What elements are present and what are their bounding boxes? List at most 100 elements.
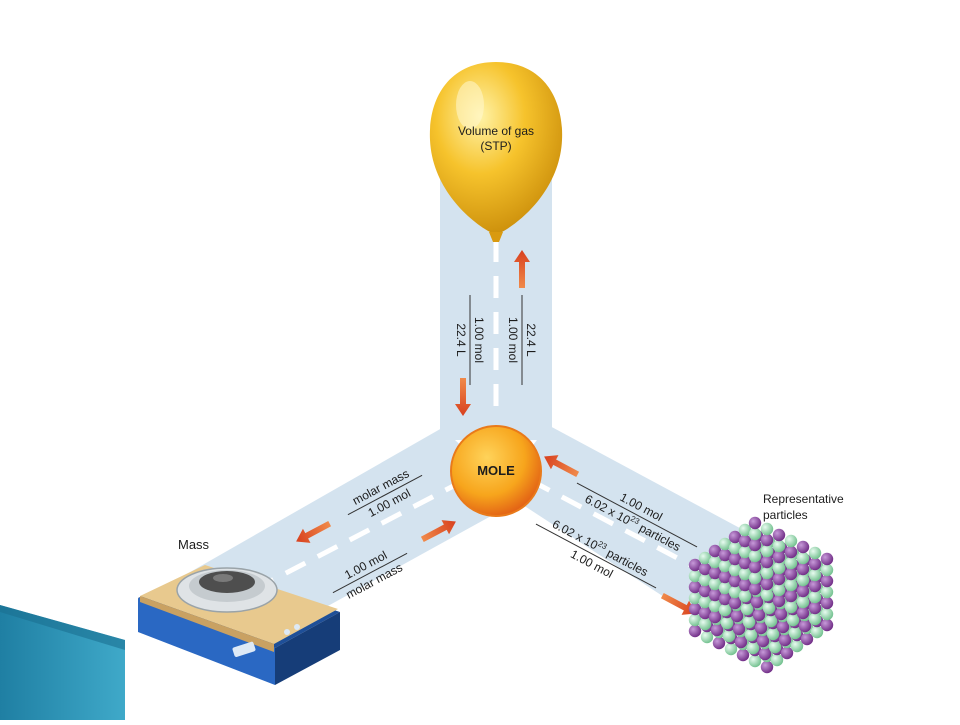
- lattice-sphere: [784, 567, 798, 581]
- lattice-sphere: [720, 616, 734, 630]
- lattice-sphere: [762, 601, 776, 615]
- lattice-sphere: [776, 620, 790, 634]
- lattice-sphere: [688, 580, 702, 594]
- lattice-sphere: [796, 595, 810, 609]
- lattice-sphere: [808, 590, 822, 604]
- lattice-sphere: [784, 556, 798, 570]
- gas-to-mole-factor: 1.00 mol 22.4 L: [454, 295, 486, 385]
- lattice-sphere: [728, 552, 742, 566]
- lattice-sphere: [796, 540, 810, 554]
- mass-to-mole-bar: [332, 552, 408, 594]
- lattice-sphere: [746, 641, 760, 655]
- gas-label-line2: (STP): [480, 139, 511, 153]
- lattice-sphere: [820, 574, 834, 588]
- lattice-sphere: [718, 548, 732, 562]
- lattice-sphere: [708, 610, 722, 624]
- particles-to-mole-bar: [576, 482, 698, 548]
- lattice-sphere: [738, 567, 752, 581]
- mole-center-label: MOLE: [477, 463, 515, 478]
- lattice-sphere: [688, 624, 702, 638]
- lattice-sphere: [710, 623, 724, 637]
- lattice-sphere: [808, 579, 822, 593]
- lattice-sphere: [730, 609, 744, 623]
- mass-label: Mass: [178, 537, 210, 552]
- lattice-sphere: [738, 545, 752, 559]
- lattice-sphere: [788, 626, 802, 640]
- lattice-sphere: [772, 572, 786, 586]
- lattice-sphere: [728, 574, 742, 588]
- lattice-sphere: [728, 563, 742, 577]
- lattice-sphere: [796, 551, 810, 565]
- particles-label-line1: Representative: [763, 492, 844, 506]
- lattice-sphere: [708, 599, 722, 613]
- gas-label-line1: Volume of gas: [458, 124, 534, 138]
- lattice-sphere: [748, 527, 762, 541]
- lattice-sphere: [728, 585, 742, 599]
- lattice-sphere: [796, 562, 810, 576]
- lattice-sphere: [708, 588, 722, 602]
- lattice-sphere: [712, 636, 726, 650]
- lattice-sphere: [718, 559, 732, 573]
- lattice-sphere: [744, 628, 758, 642]
- lattice-sphere: [796, 573, 810, 587]
- lattice-sphere: [688, 558, 702, 572]
- lattice-sphere: [768, 640, 782, 654]
- lattice-sphere: [718, 570, 732, 584]
- lattice-sphere: [740, 602, 754, 616]
- lattice-sphere: [820, 607, 834, 621]
- lattice-sphere: [748, 571, 762, 585]
- lattice-sphere: [760, 577, 774, 591]
- lattice-sphere: [778, 633, 792, 647]
- lattice-sphere: [718, 581, 732, 595]
- lattice-sphere: [774, 607, 788, 621]
- lattice-sphere: [698, 606, 712, 620]
- particles-label-line2: particles: [763, 508, 808, 522]
- lattice-sphere: [698, 617, 712, 631]
- lattice-sphere: [748, 549, 762, 563]
- arrow-to-mass: [296, 520, 332, 543]
- mole-to-mass-bar: [347, 474, 423, 516]
- lattice-sphere: [698, 595, 712, 609]
- lattice-sphere: [752, 608, 766, 622]
- mole-to-gas-denominator: 1.00 mol: [506, 317, 520, 363]
- lattice-sphere: [738, 534, 752, 548]
- lattice-sphere: [760, 544, 774, 558]
- lattice-sphere: [700, 630, 714, 644]
- lattice-sphere: [748, 654, 762, 668]
- lattice-sphere: [734, 635, 748, 649]
- lattice-sphere: [760, 522, 774, 536]
- lattice-sphere: [780, 646, 794, 660]
- lattice-sphere: [756, 634, 770, 648]
- lattice-sphere: [772, 583, 786, 597]
- lattice-sphere: [784, 589, 798, 603]
- lattice-sphere: [738, 523, 752, 537]
- lattice-sphere: [698, 573, 712, 587]
- lattice-sphere: [820, 552, 834, 566]
- lattice-sphere: [698, 562, 712, 576]
- lattice-sphere: [708, 544, 722, 558]
- arrow-up-to-gas: [514, 250, 530, 288]
- arrow-down-to-mole: [455, 378, 471, 416]
- lattice-sphere: [718, 537, 732, 551]
- lattice-sphere: [736, 648, 750, 662]
- gas-to-mole-numerator: 1.00 mol: [472, 317, 486, 363]
- lattice-sphere: [698, 584, 712, 598]
- lattice-sphere: [722, 629, 736, 643]
- lattice-sphere: [772, 539, 786, 553]
- lattice-sphere: [760, 555, 774, 569]
- lattice-sphere: [770, 653, 784, 667]
- mole-circle-icon: [450, 425, 542, 517]
- lattice-sphere: [748, 538, 762, 552]
- lattice-sphere: [784, 600, 798, 614]
- gas-to-mole-denominator: 22.4 L: [454, 323, 468, 357]
- lattice-sphere: [784, 578, 798, 592]
- lattice-sphere: [798, 619, 812, 633]
- lattice-sphere: [820, 563, 834, 577]
- arrow-mass-to-mole: [420, 520, 456, 543]
- crystal-lattice-icon: [688, 516, 834, 674]
- lattice-sphere: [738, 589, 752, 603]
- slide-accent-bar: [0, 605, 125, 720]
- lattice-sphere: [820, 585, 834, 599]
